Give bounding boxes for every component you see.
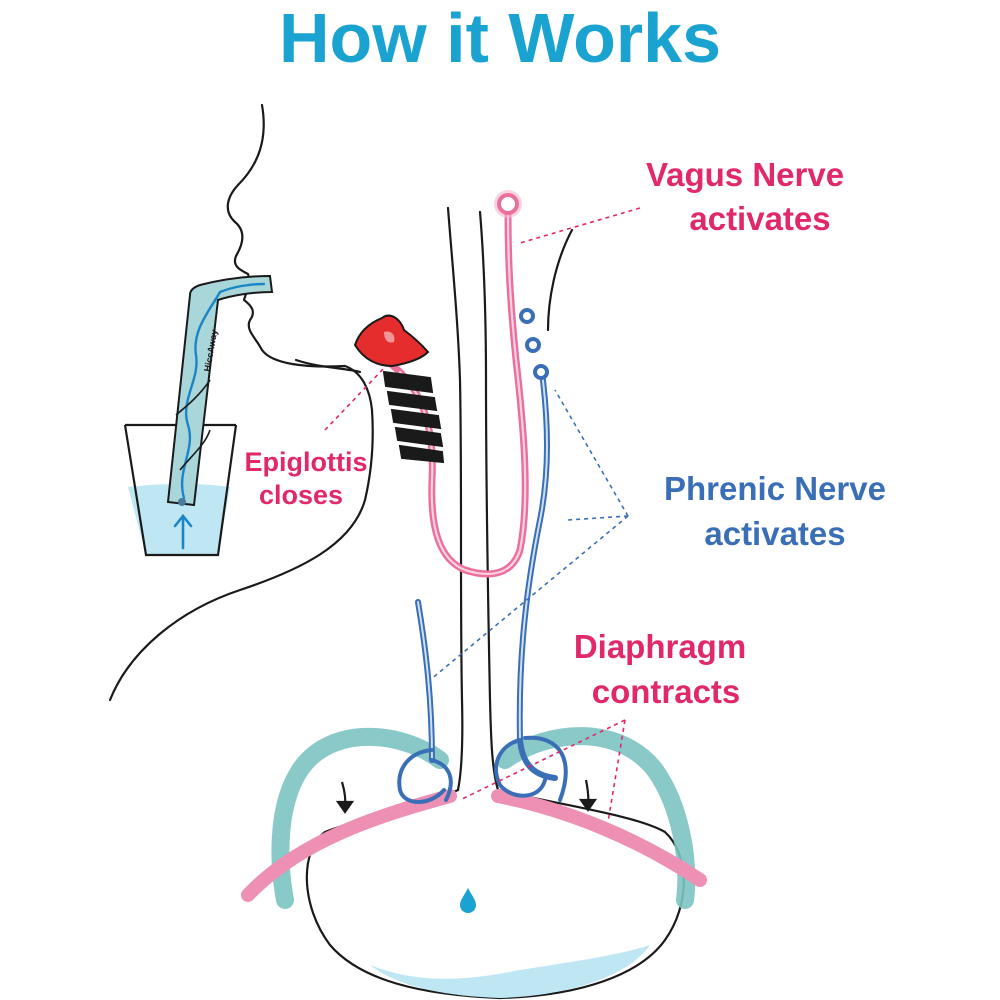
phrenic-nerve-highlight bbox=[417, 371, 548, 761]
trachea-ring bbox=[394, 426, 444, 448]
arrow-up-icon bbox=[173, 513, 193, 550]
straw-body bbox=[166, 274, 274, 507]
arrow-down-icon bbox=[335, 781, 355, 814]
leader-lines bbox=[324, 207, 641, 823]
diaphragm-label-line2: contracts bbox=[592, 673, 741, 710]
body-outline bbox=[108, 103, 685, 1000]
diaphragm-label-line1: Diaphragm bbox=[574, 628, 746, 665]
phrenic-branch-right-2 bbox=[523, 735, 568, 802]
epiglottis-label-line2: closes bbox=[259, 480, 343, 510]
contraction-arrows bbox=[335, 779, 598, 814]
phrenic-leader-top bbox=[554, 389, 629, 517]
water-drop-icon bbox=[460, 888, 476, 913]
vagus-nerve-highlight bbox=[398, 211, 527, 576]
epiglottis-leader bbox=[324, 367, 385, 431]
phrenic-leader-bottom bbox=[429, 515, 629, 681]
diaphragm-leader-left bbox=[459, 719, 626, 801]
epiglottis bbox=[353, 314, 430, 368]
phrenic-branch-left bbox=[397, 748, 446, 804]
straw-flow-line bbox=[180, 282, 266, 500]
diaphragm-label: Diaphragm contracts bbox=[574, 628, 746, 710]
trachea-ring bbox=[390, 408, 442, 430]
epiglottis-label: Epiglottis closes bbox=[245, 447, 368, 510]
trachea bbox=[382, 370, 445, 464]
phrenic-branch-right bbox=[494, 738, 547, 798]
trachea-ring bbox=[398, 444, 445, 464]
phrenic-branch-left-2 bbox=[430, 758, 453, 802]
vagus-label-line2: activates bbox=[689, 200, 830, 237]
nerve-node bbox=[519, 308, 535, 324]
diagram-title: How it Works bbox=[279, 0, 721, 77]
straw-valve-icon bbox=[178, 498, 186, 506]
phrenic-leader-mid bbox=[567, 515, 629, 521]
trachea-ring bbox=[382, 370, 434, 394]
diaphragm-leader-right bbox=[607, 719, 626, 823]
phrenic-label-line1: Phrenic Nerve bbox=[664, 470, 886, 507]
stomach-outline bbox=[305, 788, 685, 1000]
vagus-leader bbox=[519, 207, 641, 244]
nerve-node bbox=[533, 364, 549, 380]
phrenic-nerve-nodes bbox=[519, 308, 549, 380]
epiglottis-label-line1: Epiglottis bbox=[245, 447, 368, 477]
phrenic-nerve-branches bbox=[397, 735, 568, 804]
trachea-ring bbox=[386, 390, 438, 412]
diaphragm-right bbox=[491, 789, 707, 887]
esophagus-right-wall bbox=[478, 210, 500, 792]
phrenic-nerve-left bbox=[415, 599, 435, 763]
back-of-neck bbox=[546, 228, 574, 332]
vagus-label: Vagus Nerve activates bbox=[646, 156, 844, 237]
stomach-water bbox=[370, 945, 650, 998]
diaphragm bbox=[241, 789, 707, 902]
phrenic-label-line2: activates bbox=[704, 515, 845, 552]
glass-outline bbox=[123, 424, 238, 557]
arrow-down-icon bbox=[578, 779, 598, 812]
vagus-nerve-origin bbox=[494, 190, 522, 218]
chin-line bbox=[294, 358, 362, 374]
left-rib-arc bbox=[271, 727, 449, 909]
esophagus-left-wall bbox=[446, 206, 464, 792]
vagus-label-line1: Vagus Nerve bbox=[646, 156, 844, 193]
face-profile bbox=[108, 103, 374, 702]
nerve-node bbox=[525, 337, 541, 353]
phrenic-label: Phrenic Nerve activates bbox=[664, 470, 886, 552]
